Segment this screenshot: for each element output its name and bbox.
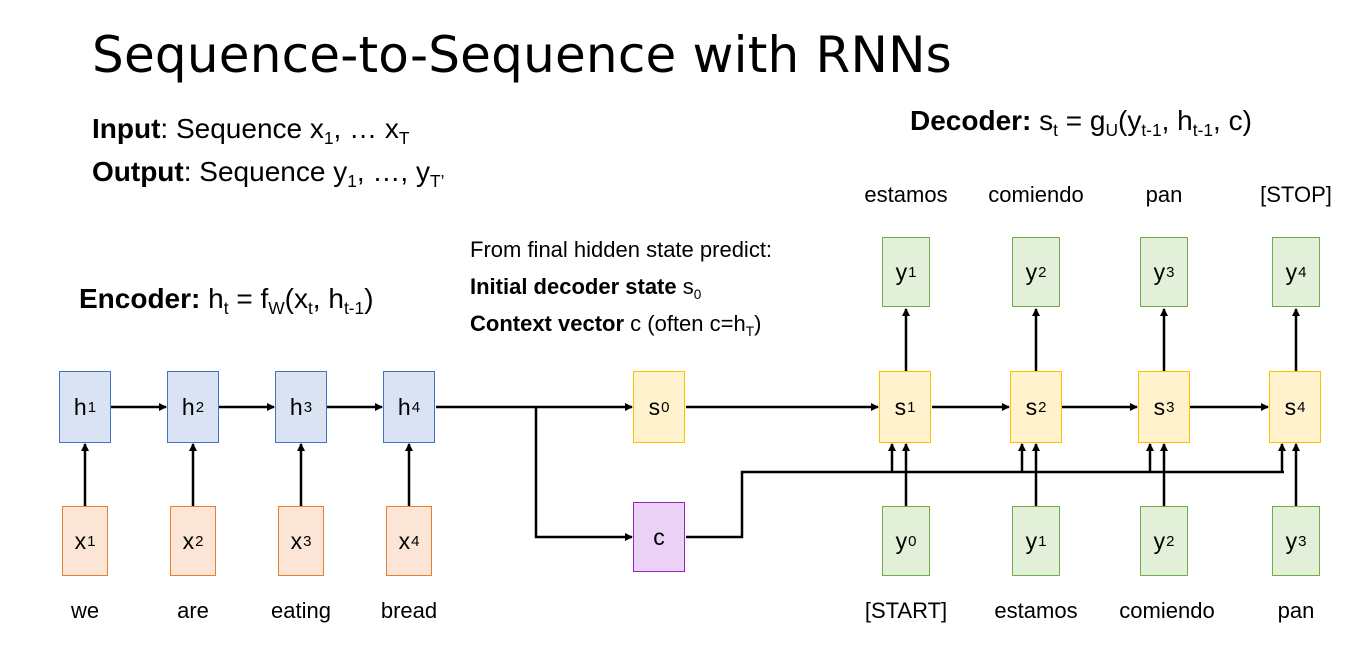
context-vector: c — [633, 502, 685, 572]
decoder-equation: Decoder: st = gU(yt-1, ht-1, c) — [910, 105, 1252, 141]
output-description: Output: Sequence y1, …, yT’ — [92, 156, 445, 192]
note-line-1: From final hidden state predict: — [470, 237, 773, 262]
note-line-2: Initial decoder state s0 — [470, 274, 702, 302]
encoder-word-4: bread — [380, 598, 438, 623]
decoder-output-word-2: comiendo — [988, 182, 1084, 207]
decoder-input-word-1: [START] — [864, 598, 948, 623]
page-title: Sequence-to-Sequence with RNNs — [92, 26, 952, 84]
decoder-input-word-4: pan — [1277, 598, 1315, 623]
decoder-output-word-1: estamos — [864, 182, 948, 207]
decoder-output-word-3: pan — [1145, 182, 1183, 207]
input-description: Input: Sequence x1, … xT — [92, 113, 410, 149]
decoder-input-word-2: estamos — [994, 598, 1078, 623]
encoder-equation: Encoder: ht = fW(xt, ht-1) — [79, 283, 374, 319]
encoder-word-2: are — [177, 598, 209, 623]
encoder-word-3: eating — [271, 598, 331, 623]
decoder-output-word-4: [STOP] — [1260, 182, 1332, 207]
decoder-input-word-3: comiendo — [1119, 598, 1215, 623]
note-line-3: Context vector c (often c=hT) — [470, 311, 762, 339]
encoder-word-1: we — [70, 598, 100, 623]
